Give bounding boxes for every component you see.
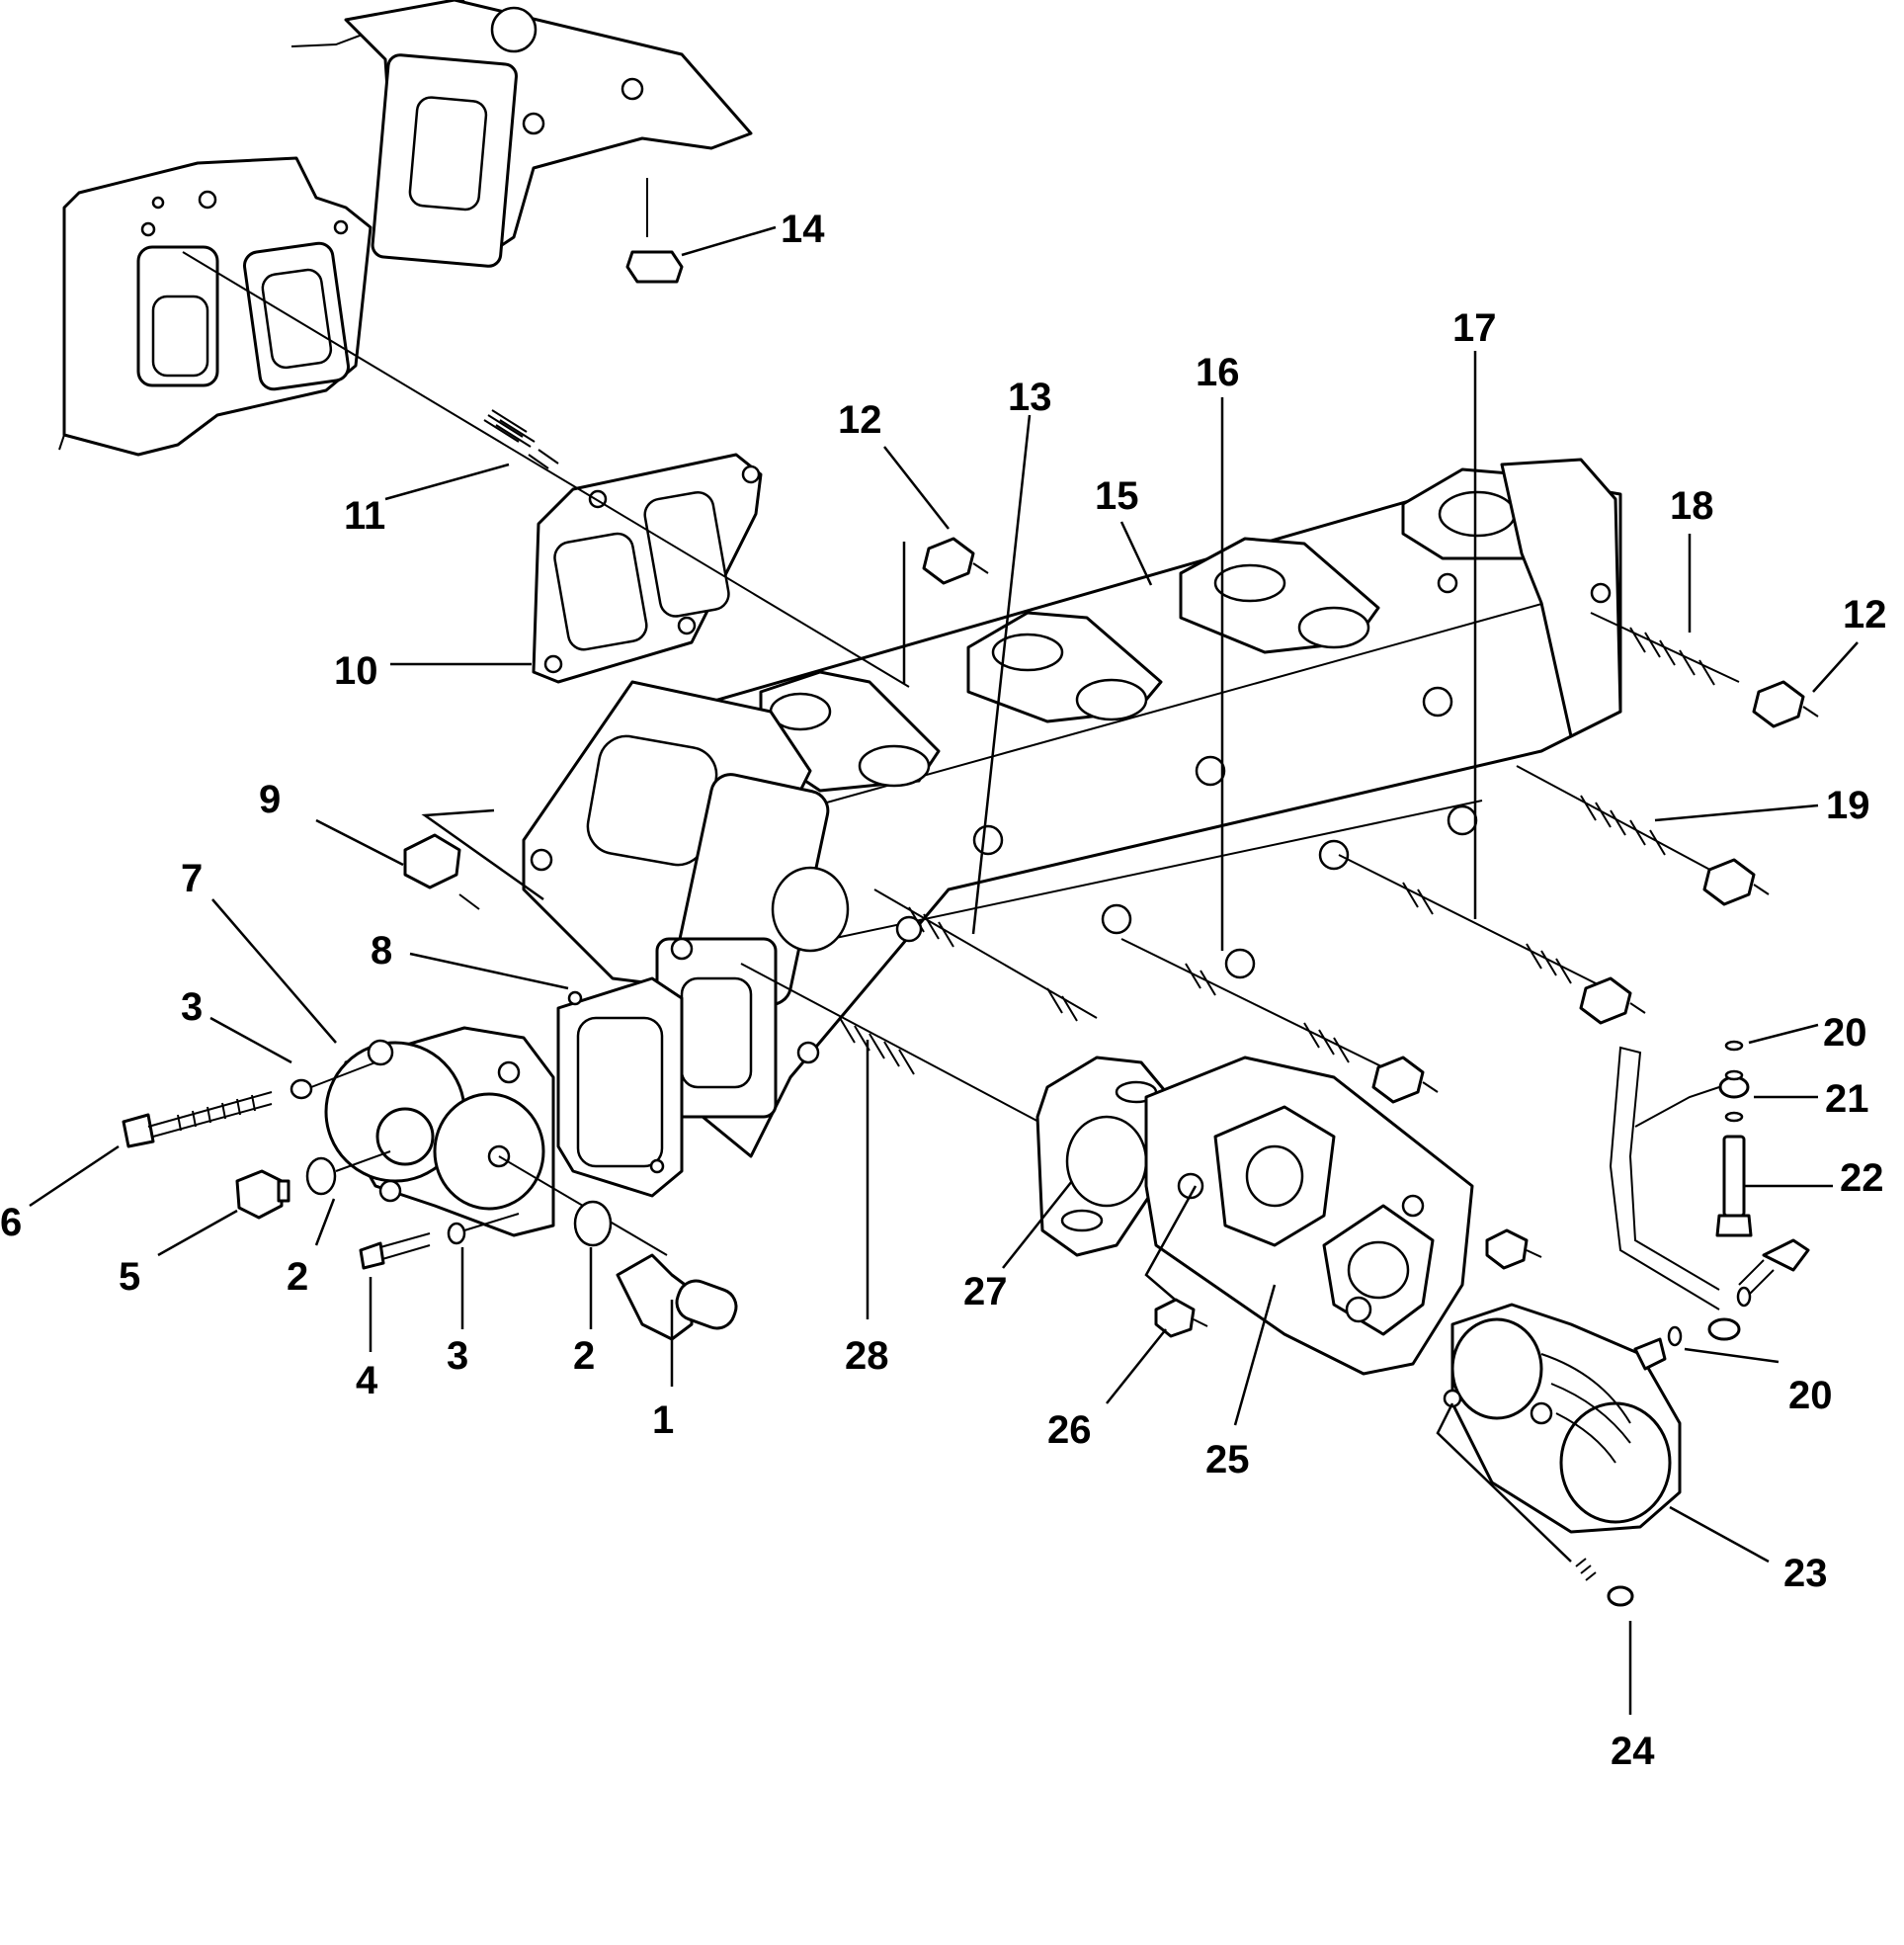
callout-8: 8 (371, 929, 392, 972)
leader-8 (409, 952, 569, 990)
stud-17 (1338, 854, 1646, 1025)
leader-7 (211, 898, 337, 1044)
leader-26 (1106, 1328, 1167, 1404)
callout-17: 17 (1452, 306, 1497, 350)
callout-labels: 1 2 2 3 3 4 5 6 7 8 9 10 11 12 12 13 14 … (0, 208, 1887, 1773)
leader-15 (1119, 521, 1153, 586)
leader-6 (29, 1144, 120, 1208)
callout-7: 7 (181, 857, 203, 900)
bolt-4 (359, 1213, 520, 1270)
callout-3b: 3 (447, 1334, 468, 1378)
manifold-port-3 (1179, 537, 1380, 654)
cap-9 (403, 808, 544, 910)
callout-16: 16 (1196, 351, 1240, 394)
leader-25 (1233, 1284, 1277, 1426)
nut-elbow (1485, 1228, 1542, 1270)
callout-20a: 20 (1823, 1011, 1867, 1055)
leader-5 (157, 1209, 238, 1257)
callout-11: 11 (344, 494, 385, 538)
housing-7 (324, 1026, 555, 1237)
stud-11 (182, 251, 910, 688)
leader-14 (681, 225, 777, 257)
nut-26 (1144, 1185, 1208, 1338)
callout-26: 26 (1047, 1408, 1092, 1452)
leader-11 (384, 463, 510, 501)
callout-2a: 2 (287, 1255, 308, 1299)
elbow-25 (1144, 1056, 1474, 1376)
callout-10: 10 (334, 649, 378, 693)
bolt-24 (1436, 1402, 1634, 1607)
stud-18 (1590, 612, 1819, 728)
manifold-port-2 (966, 611, 1163, 723)
callout-4: 4 (356, 1359, 378, 1402)
gasket-10 (532, 453, 763, 684)
gasket-8 (556, 976, 684, 1198)
nut-12-top (902, 537, 989, 684)
callout-13: 13 (1008, 376, 1052, 419)
leader-2a (314, 1198, 336, 1246)
callout-18: 18 (1670, 484, 1714, 528)
bolt-6 (122, 1061, 376, 1148)
callout-24: 24 (1611, 1730, 1655, 1773)
callout-23: 23 (1783, 1552, 1828, 1595)
cylinder-head (58, 0, 753, 457)
leader-19 (1654, 803, 1819, 822)
gasket-27 (1035, 1056, 1168, 1257)
callout-9: 9 (259, 778, 281, 821)
leader-20b (1684, 1347, 1780, 1364)
callout-27: 27 (963, 1270, 1008, 1313)
callout-14: 14 (781, 208, 825, 251)
stud-19 (1516, 765, 1770, 906)
callout-3a: 3 (181, 985, 203, 1029)
leader-lines (29, 225, 1859, 1715)
plug-5 (235, 1150, 391, 1220)
leader-27 (1002, 1180, 1073, 1269)
stud-16 (1120, 938, 1439, 1104)
leader-12b (1812, 641, 1859, 693)
callout-12b: 12 (1843, 593, 1887, 636)
callout-28: 28 (845, 1334, 889, 1378)
leader-9 (315, 818, 404, 867)
callout-2b: 2 (573, 1334, 595, 1378)
callout-1: 1 (652, 1398, 674, 1442)
banjo-bolt-22 (1715, 1135, 1810, 1296)
oil-line-21 (1609, 1040, 1752, 1347)
callout-22: 22 (1840, 1156, 1884, 1200)
callout-15: 15 (1095, 474, 1139, 518)
callout-6: 6 (0, 1201, 22, 1244)
callout-12a: 12 (838, 398, 882, 442)
leader-3a (209, 1016, 292, 1064)
leader-23 (1669, 1505, 1770, 1564)
callout-19: 19 (1826, 784, 1870, 827)
callout-21: 21 (1825, 1077, 1869, 1121)
callout-5: 5 (119, 1255, 140, 1299)
callout-20b: 20 (1788, 1374, 1833, 1417)
actuator-23 (1443, 1303, 1682, 1534)
manifold-riser-flange (522, 680, 850, 1119)
stud-13 (873, 888, 1098, 1022)
leader-13 (971, 414, 1032, 935)
leader-12a (883, 446, 950, 530)
leader-20a (1748, 1023, 1819, 1045)
callout-25: 25 (1205, 1438, 1250, 1481)
